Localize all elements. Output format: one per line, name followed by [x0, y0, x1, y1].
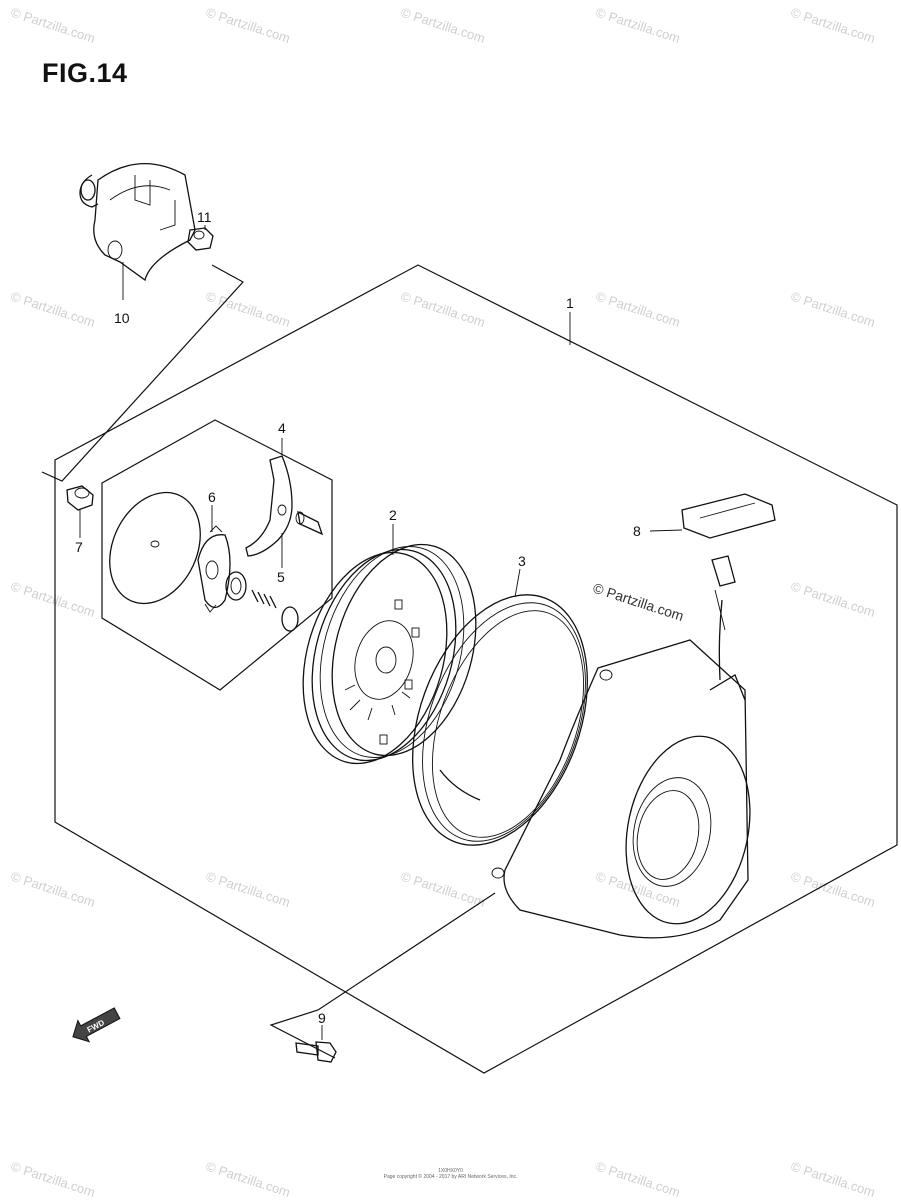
callout-3: 3	[518, 553, 526, 569]
recoil-spring-part-3	[412, 594, 588, 846]
watermark: © Partzilla.com	[789, 579, 877, 620]
starter-rope	[718, 599, 723, 681]
callout-8: 8	[633, 523, 641, 539]
callout-2: 2	[389, 507, 397, 523]
watermark: © Partzilla.com	[789, 869, 877, 910]
watermark: © Partzilla.com	[594, 5, 682, 46]
footer-code: 1X0HX0Y0	[438, 1168, 463, 1174]
callout-9: 9	[318, 1010, 326, 1026]
starter-housing	[491, 639, 751, 939]
spring-part-5	[225, 571, 299, 632]
fwd-arrow-icon: FWD	[72, 1007, 121, 1043]
callout-1: 1	[566, 295, 574, 311]
pin	[295, 510, 324, 536]
watermark: © Partzilla.com	[594, 869, 682, 910]
figure-title: FIG.14	[42, 58, 128, 88]
reel-part-2	[302, 543, 477, 765]
guide-part-6	[197, 525, 231, 613]
watermark: © Partzilla.com	[399, 289, 487, 330]
callout-5: 5	[277, 569, 285, 585]
leader-lines	[79, 225, 683, 1040]
watermark: © Partzilla.com	[204, 869, 292, 910]
starter-cup-part-10	[79, 163, 196, 282]
footer-copyright: Page copyright © 2004 - 2017 by ARI Netw…	[383, 1174, 518, 1180]
watermark: © Partzilla.com	[204, 5, 292, 46]
callout-6: 6	[208, 489, 216, 505]
subassembly-box-4-5-6	[101, 419, 333, 691]
handle-part-8	[681, 493, 776, 631]
watermark: © Partzilla.com	[9, 869, 97, 910]
watermark: © Partzilla.com	[204, 289, 292, 330]
nut-part-7	[66, 485, 94, 511]
watermark: © Partzilla.com	[399, 5, 487, 46]
center-copyright: © Partzilla.com	[591, 580, 686, 624]
leader-box-9	[269, 892, 496, 1059]
bolt-part-9	[295, 1041, 337, 1063]
friction-plate	[109, 491, 201, 605]
watermark: © Partzilla.com	[9, 289, 97, 330]
callout-labels: 1 2 3 4 5 6 7 8 9 10 11	[75, 209, 641, 1026]
callout-7: 7	[75, 539, 83, 555]
callout-4: 4	[278, 420, 286, 436]
watermark: © Partzilla.com	[9, 5, 97, 46]
watermark: © Partzilla.com	[789, 289, 877, 330]
pawl-part-4	[245, 455, 293, 557]
callout-10: 10	[114, 310, 130, 326]
watermark: © Partzilla.com	[789, 5, 877, 46]
nut-part-11	[187, 227, 214, 251]
leader-box-10-11	[41, 264, 244, 482]
footer: 1X0HX0Y0 Page copyright © 2004 - 2017 by…	[0, 1168, 901, 1180]
watermark: © Partzilla.com	[399, 869, 487, 910]
assembly-box-1	[54, 264, 898, 1074]
watermark: © Partzilla.com	[594, 289, 682, 330]
callout-11: 11	[197, 209, 212, 225]
watermark: © Partzilla.com	[9, 579, 97, 620]
